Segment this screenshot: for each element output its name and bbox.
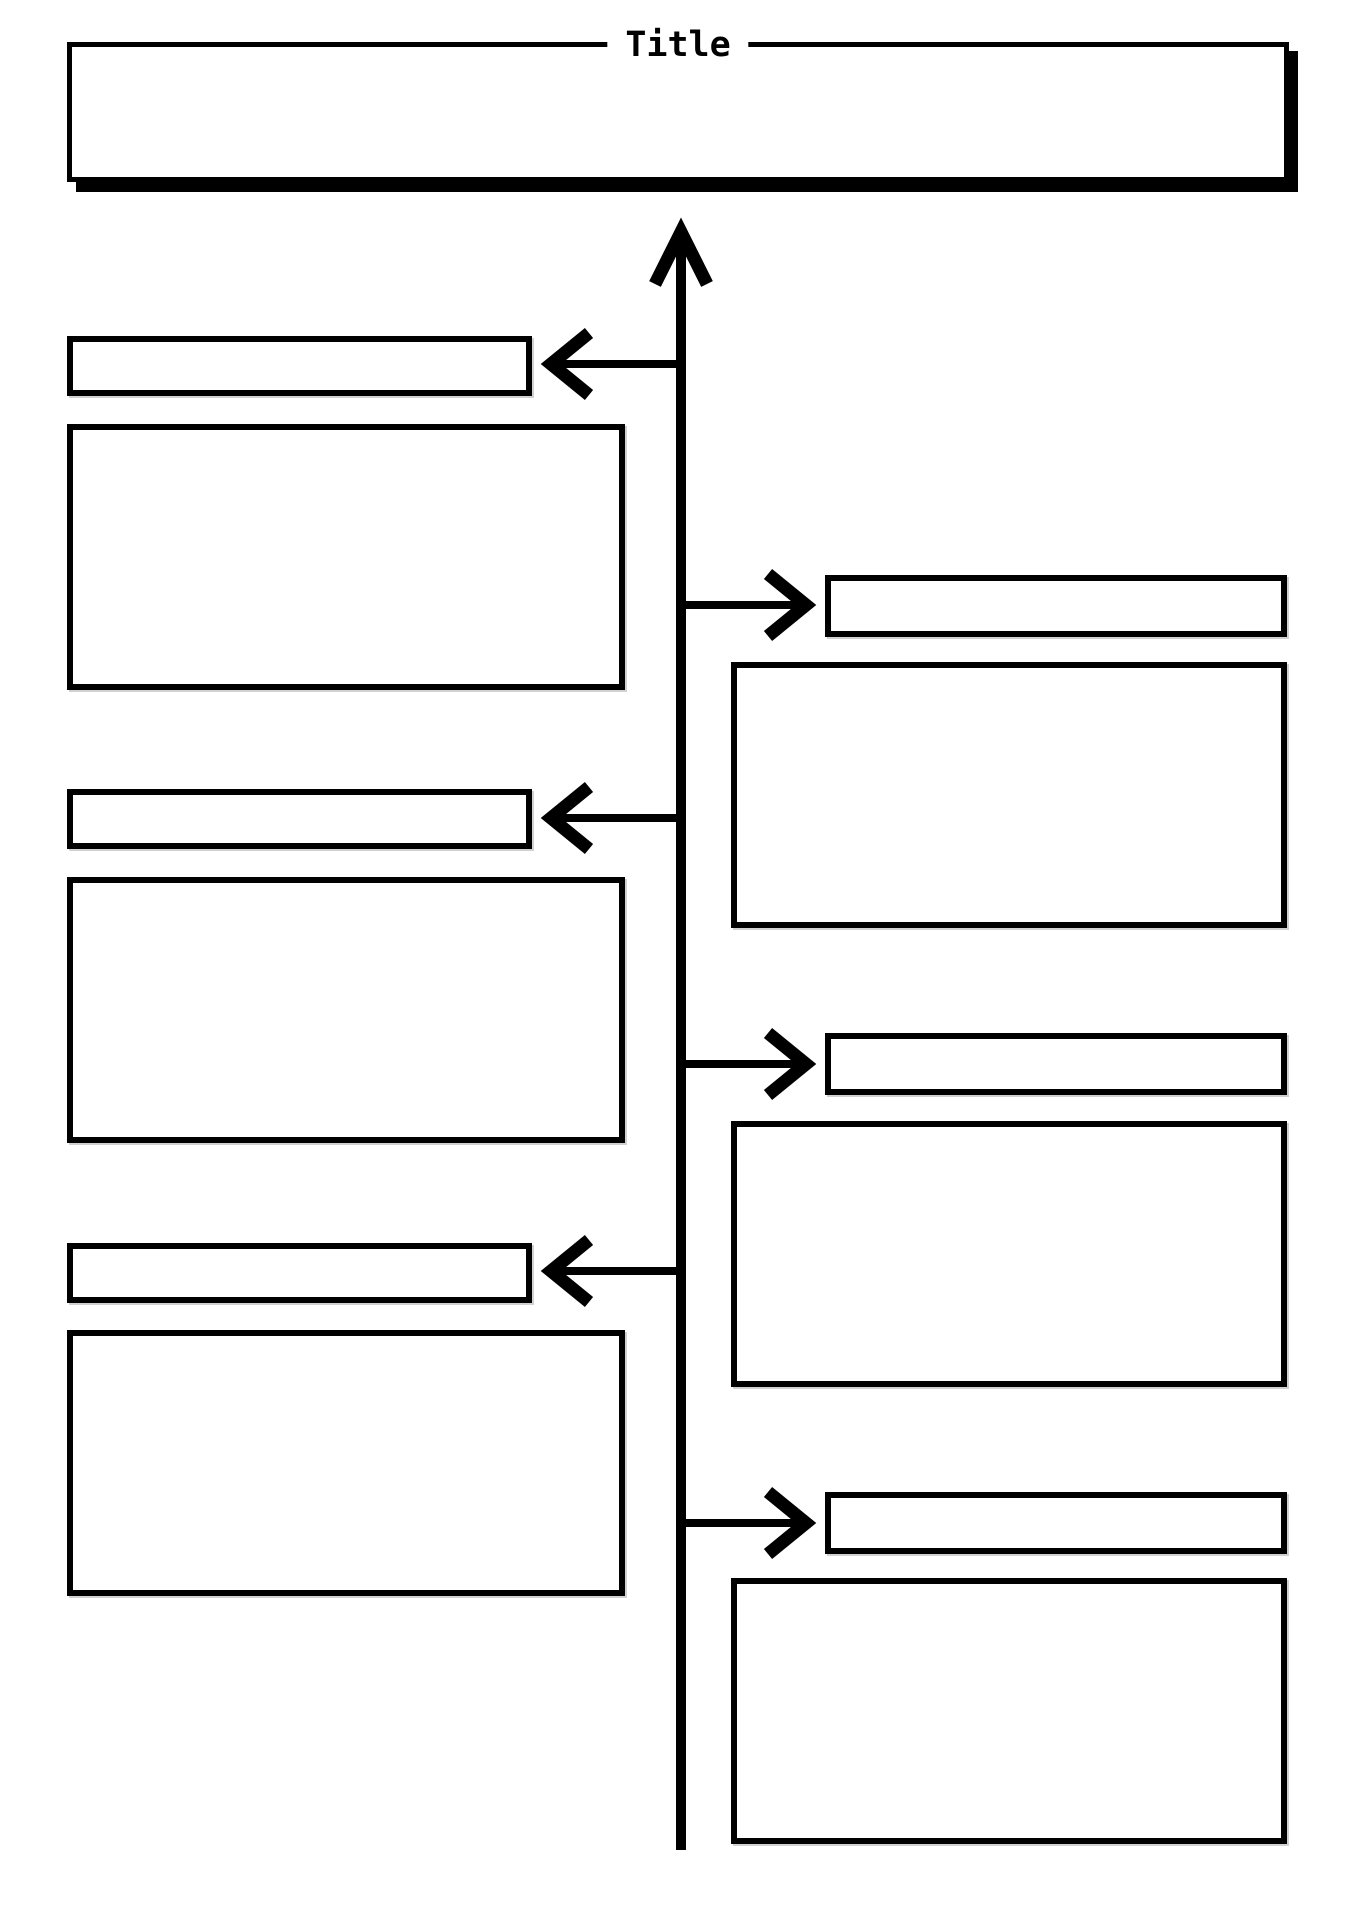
event-content-box-6[interactable] [731,1578,1287,1844]
event-content-box-3[interactable] [67,877,625,1143]
right-connector-arrow-1 [681,568,817,642]
event-label-box-1[interactable] [67,336,532,396]
left-connector-arrow-2 [540,781,681,855]
event-label-box-4[interactable] [825,1033,1287,1095]
right-arrowhead-icon [763,1486,817,1560]
event-content-box-2[interactable] [731,662,1287,928]
event-content-box-5[interactable] [67,1330,625,1596]
right-connector-arrow-2 [681,1027,817,1101]
left-connector-arrow-3 [540,1234,681,1308]
left-connector-arrow-1 [540,327,681,401]
event-label-box-6[interactable] [825,1492,1287,1554]
event-content-box-1[interactable] [67,424,625,690]
right-arrowhead-icon [763,568,817,642]
event-label-box-5[interactable] [67,1243,532,1303]
left-arrowhead-icon [540,781,594,855]
up-arrowhead-icon [649,217,713,287]
event-label-box-2[interactable] [825,575,1287,637]
right-arrowhead-icon [763,1027,817,1101]
right-connector-arrow-3 [681,1486,817,1560]
event-label-box-3[interactable] [67,789,532,849]
event-content-box-4[interactable] [731,1121,1287,1387]
title-legend: Title [607,26,749,65]
left-arrowhead-icon [540,327,594,401]
title-field[interactable]: Title [67,26,1289,182]
left-arrowhead-icon [540,1234,594,1308]
